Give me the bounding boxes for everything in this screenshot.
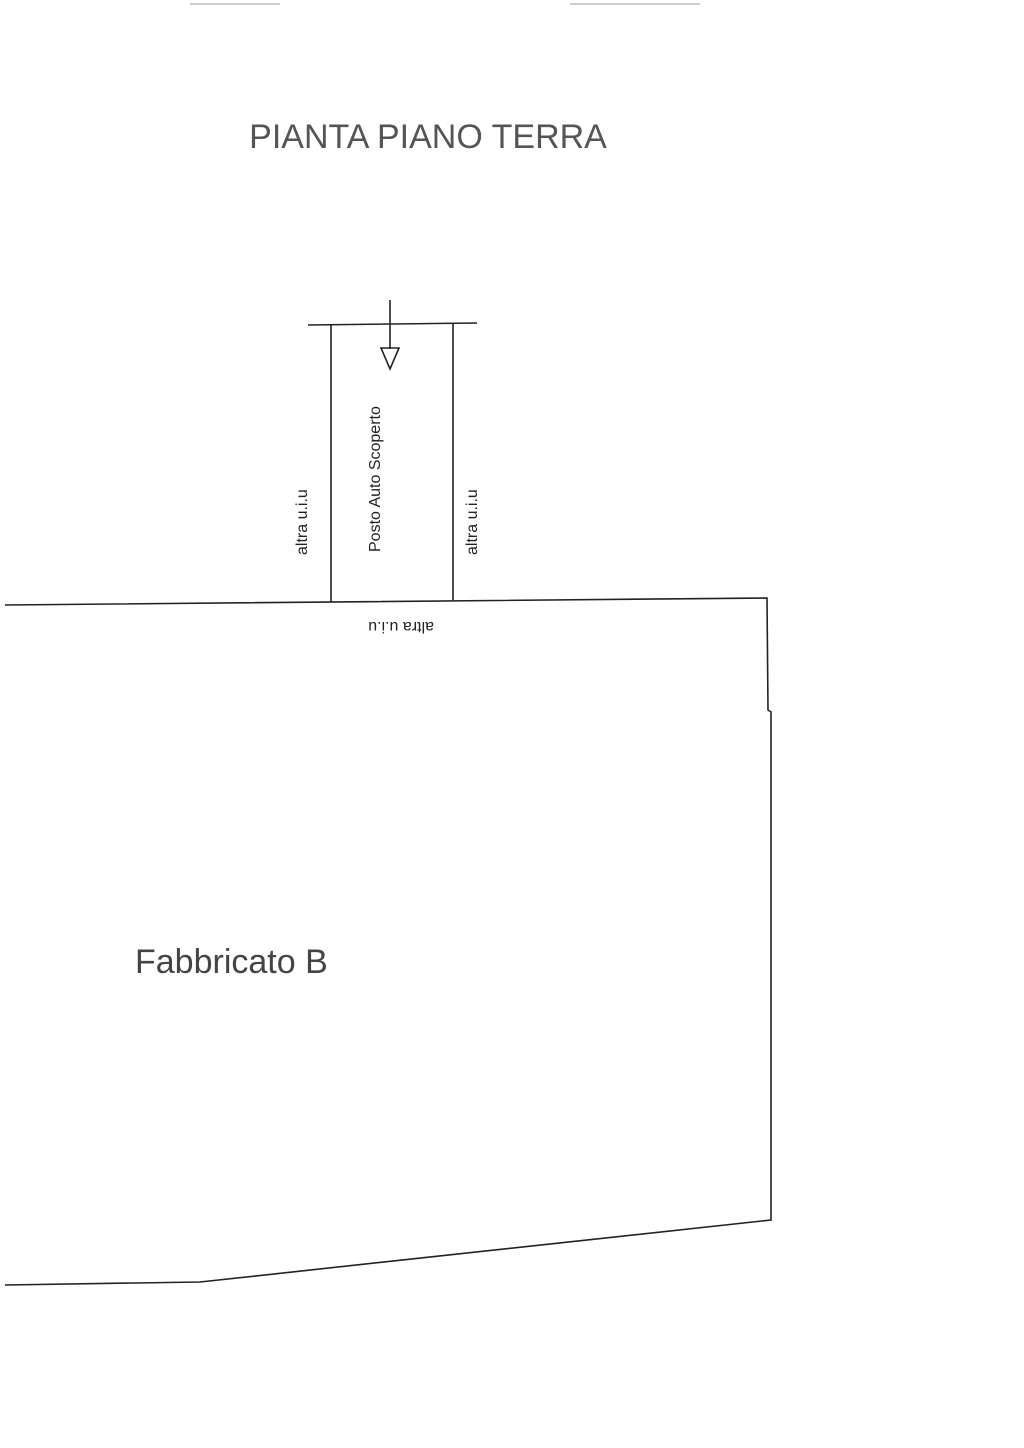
left-unit-label: altra u.i.u — [294, 489, 311, 555]
building-label: Fabbricato B — [135, 943, 328, 981]
building-outline — [4, 597, 772, 1286]
parking-label: Posto Auto Scoperto — [367, 406, 384, 552]
entrance-arrow-icon — [379, 347, 401, 372]
bottom-unit-label: altra u.i.u — [368, 618, 434, 635]
right-unit-label: altra u.i.u — [464, 489, 481, 555]
parking-top-line — [307, 322, 478, 326]
plan-title: PIANTA PIANO TERRA — [249, 118, 607, 156]
